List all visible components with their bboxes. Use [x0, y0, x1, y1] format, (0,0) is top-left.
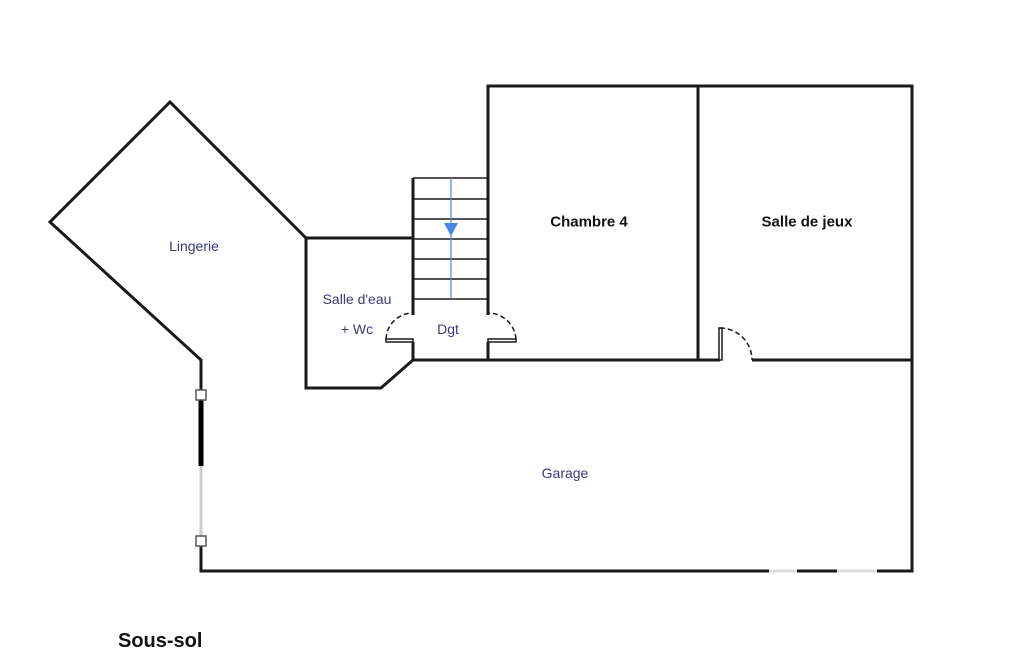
- room-label-lingerie: Lingerie: [169, 238, 219, 254]
- room-label-dgt: Dgt: [437, 321, 459, 337]
- wall-stairs-right: [486, 84, 914, 573]
- room-label-salle-eau: Salle d'eau: [322, 291, 392, 307]
- wall-salle-eau: [304, 236, 415, 390]
- wall-garage-bottom: [199, 546, 769, 573]
- room-label-garage: Garage: [541, 465, 589, 481]
- window-post: [195, 389, 207, 401]
- room-label-salle-de-jeux: Salle de jeux: [761, 213, 853, 231]
- stair-arrow-icon: [444, 223, 458, 236]
- plan-title: Sous-sol: [118, 630, 203, 652]
- window-post: [195, 535, 207, 547]
- room-label-chambre-4: Chambre 4: [550, 213, 628, 231]
- wall-lingerie: [47, 99, 308, 390]
- room-label-wc: + Wc: [340, 321, 374, 337]
